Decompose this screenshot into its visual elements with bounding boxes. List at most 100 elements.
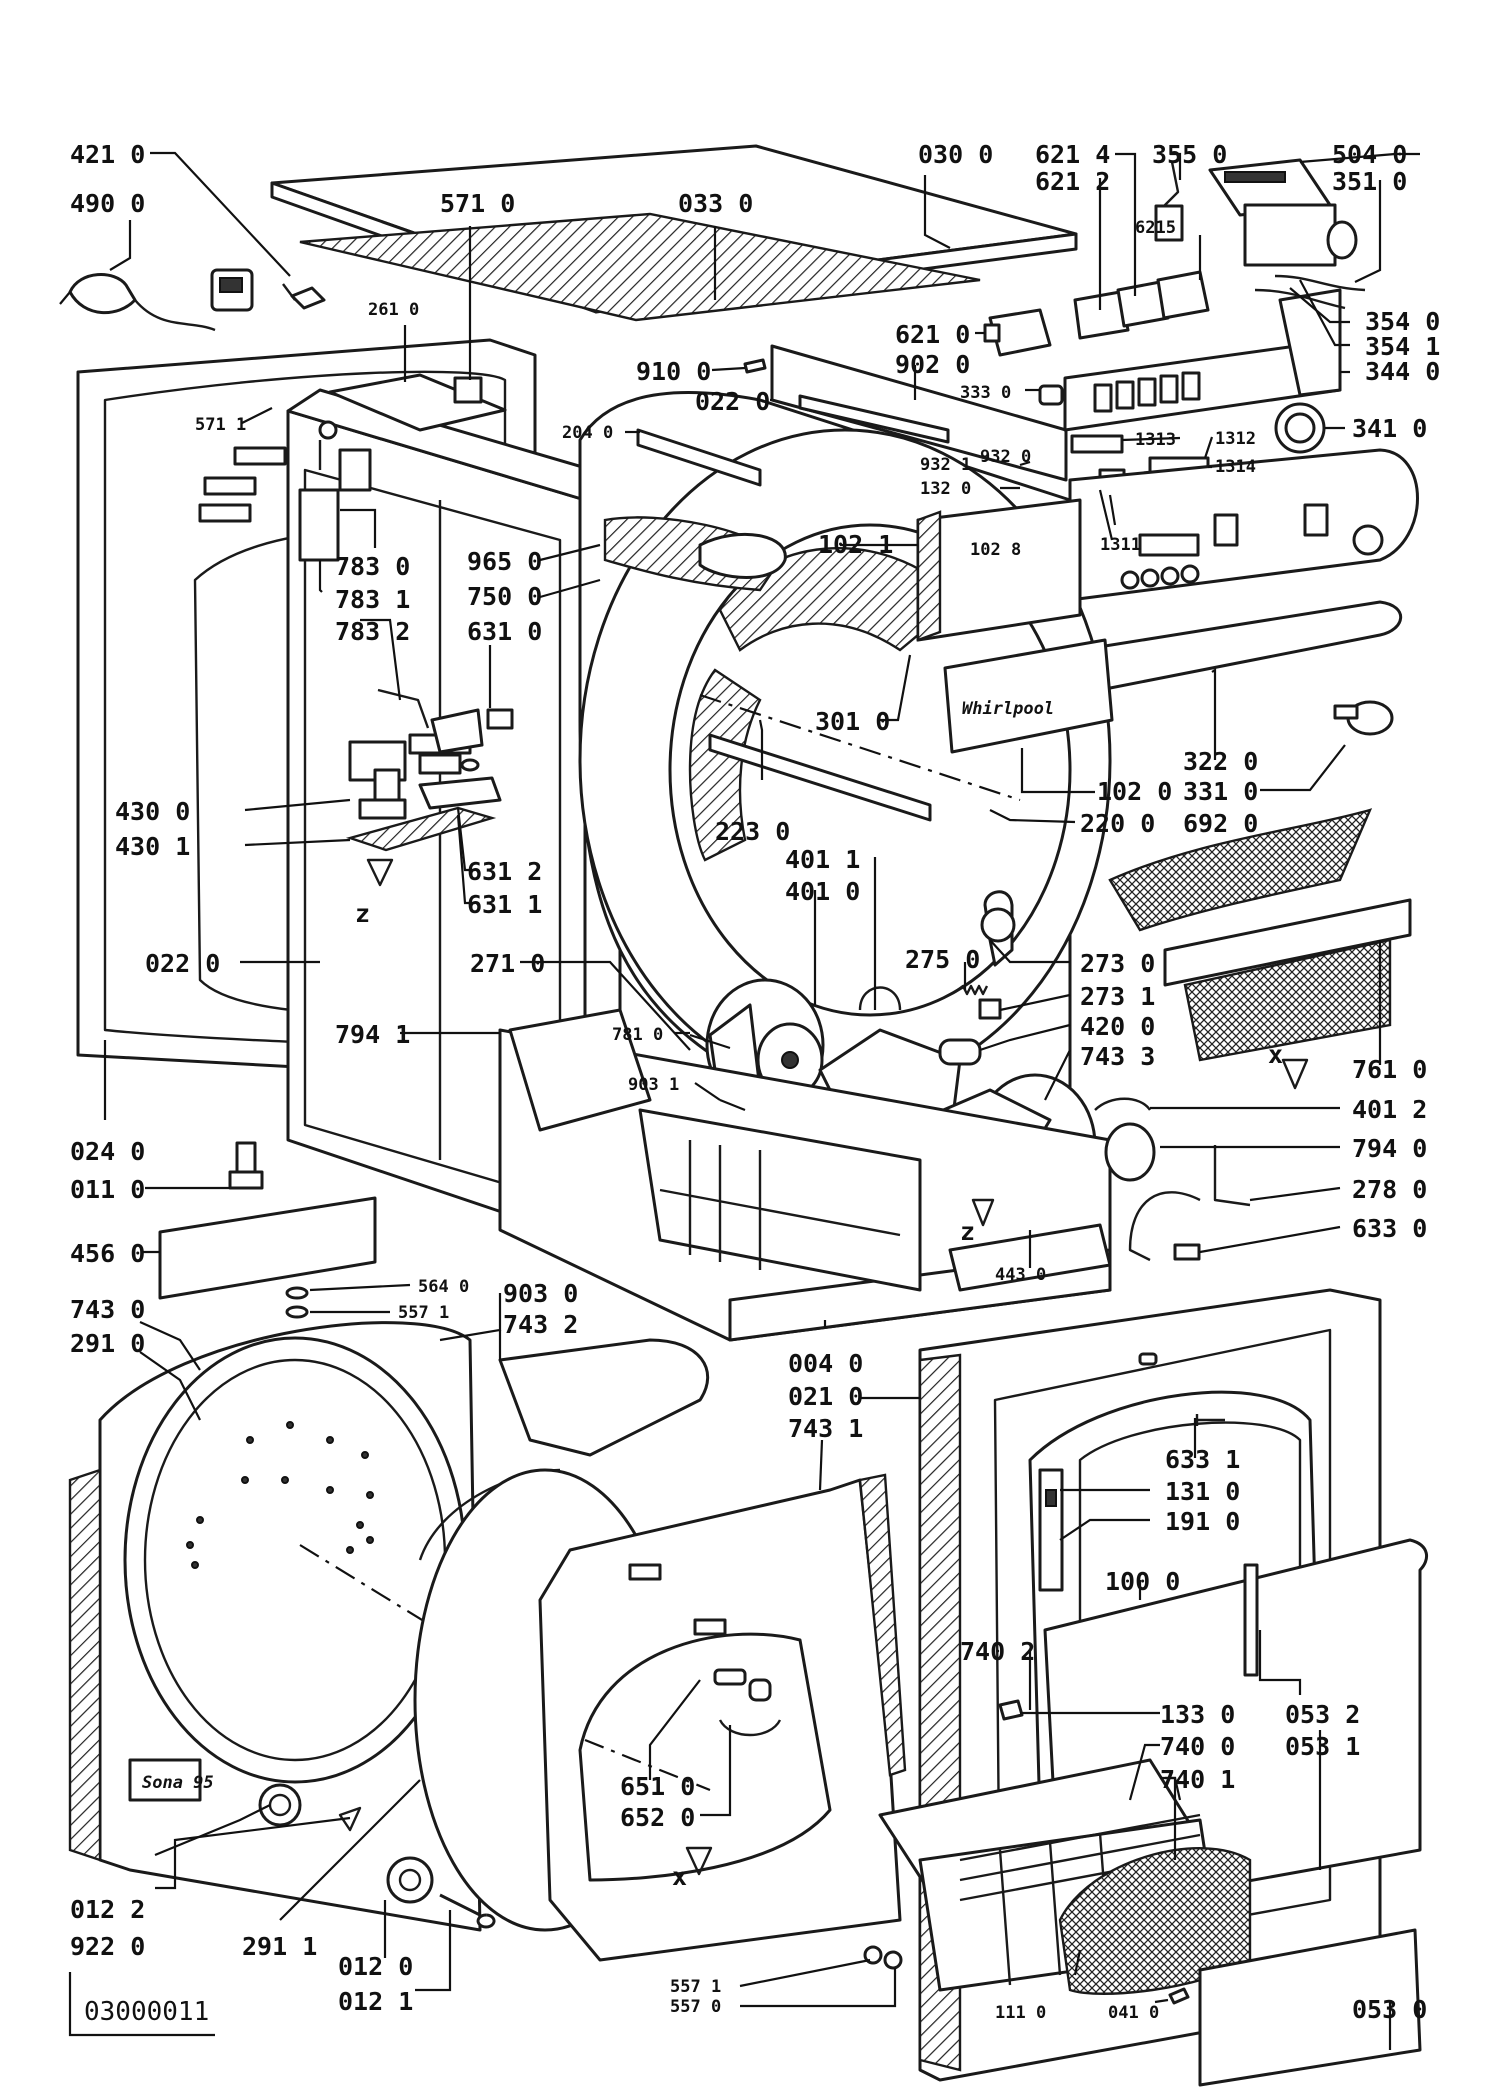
label-3010: 301 0 [815,707,890,736]
label-7831: 783 1 [335,585,410,614]
label-5711: 571 1 [195,415,246,435]
label-4012: 401 2 [1352,1095,1427,1124]
knob-331 [1333,700,1394,736]
duct-handle [698,532,787,579]
label-7832: 783 2 [335,617,410,646]
rear-slot-1 [233,446,287,466]
badge-021 [1138,1352,1158,1366]
label-0300: 030 0 [918,140,993,169]
wheel-012-inner [398,1868,422,1892]
gasket-794 [1104,1122,1156,1182]
label-2780: 278 0 [1352,1175,1427,1204]
board-slots [1093,371,1201,413]
plug-633 [1173,1243,1201,1261]
panel-display [1138,533,1200,557]
label-4560: 456 0 [70,1239,145,1268]
switch-631 [430,708,514,754]
label-0410: 041 0 [1108,2003,1159,2023]
spring-4011 [858,986,902,1011]
label-5710: 571 0 [440,189,515,218]
label-1021: 102 1 [818,530,893,559]
label-1110: 111 0 [995,2003,1046,2023]
label-2911: 291 1 [242,1932,317,1961]
label-2710: 271 0 [470,949,545,978]
label-2730: 273 0 [1080,949,1155,978]
panel-buttons [1120,564,1200,590]
clip-571 [453,376,483,404]
label-9220: 922 0 [70,1932,145,1961]
label-6331: 633 1 [1165,1445,1240,1474]
label-9020: 902 0 [895,350,970,379]
label-0210: 021 0 [788,1382,863,1411]
label-4430: 443 0 [995,1265,1046,1285]
label-1314: 1314 [1215,457,1256,477]
timer-unit [1208,158,1358,267]
power-cord [59,268,254,332]
front-panel-inner [993,1328,1332,1962]
sensor-278 [1213,1145,1251,1207]
label-3220: 322 0 [1183,747,1258,776]
strip-456 [158,1196,377,1300]
label-0040: 004 0 [788,1349,863,1378]
knob-631 [460,758,480,772]
label-9030: 903 0 [503,1279,578,1308]
label-1000: 100 0 [1105,1567,1180,1596]
label-9320: 932 0 [980,447,1031,467]
label-2750: 275 0 [905,945,980,974]
label-1310: 131 0 [1165,1477,1240,1506]
clip-133 [998,1699,1024,1721]
label-7500: 750 0 [467,582,542,611]
rod-0532 [1243,1563,1259,1677]
label-6510: 651 0 [620,1772,695,1801]
bulkhead-pin [628,1563,662,1581]
label-6311: 631 1 [467,890,542,919]
screw-0121 [439,1893,496,1929]
capacitor-420 [938,1038,982,1066]
switch-1313 [1070,434,1124,454]
trim-053 [1198,1928,1422,2087]
label-9650: 965 0 [467,547,542,576]
label-3510: 351 0 [1332,167,1407,196]
grill-111 [1058,1847,1252,1995]
duct-7432 [498,1338,710,1457]
clamp-4012 [1094,1097,1151,1111]
marker-x-1: x [1268,1040,1283,1069]
label-4300: 430 0 [115,797,190,826]
label-7431: 743 1 [788,1414,863,1443]
filter-drawer-ribs [959,1813,1201,1986]
pulley-273 [980,907,1016,943]
label-3330: 333 0 [960,383,1011,403]
brand-plate [943,638,1114,754]
label-0532: 053 2 [1285,1700,1360,1729]
wire-421 [282,283,296,301]
marker-x-2: x [672,1862,687,1891]
label-6310: 631 0 [467,617,542,646]
hinge-131-pin [1045,1489,1057,1507]
board-bracket [1278,288,1342,397]
label-9321: 932 1 [920,455,971,475]
label-7432: 743 2 [503,1310,578,1339]
label-7941: 794 1 [335,1020,410,1049]
condenser-fins [659,1140,901,1270]
label-0240: 024 0 [70,1137,145,1166]
label-2910: 291 0 [70,1329,145,1358]
bulkhead-pin-2 [693,1618,727,1636]
label-3541: 354 1 [1365,332,1440,361]
label-6312: 631 2 [467,857,542,886]
rear-slot-3 [198,503,252,523]
block-631 [418,776,502,810]
part-labels: 421 0 490 0 571 0 033 0 030 0 621 4 621 … [70,140,1440,2024]
side-plate-022 [770,344,1068,482]
label-4210: 421 0 [70,140,145,169]
bulkhead-sensor [713,1668,782,1737]
wheel-012 [386,1856,434,1904]
label-1320: 132 0 [920,479,971,499]
front-bulkhead-edge [858,1473,907,1777]
relay-621 [983,308,1052,357]
marker-z-2: z [960,1217,975,1246]
label-9031: 903 1 [628,1075,679,1095]
label-0531: 053 1 [1285,1732,1360,1761]
label-4010: 401 0 [785,877,860,906]
knob-341-inner [1284,412,1316,444]
